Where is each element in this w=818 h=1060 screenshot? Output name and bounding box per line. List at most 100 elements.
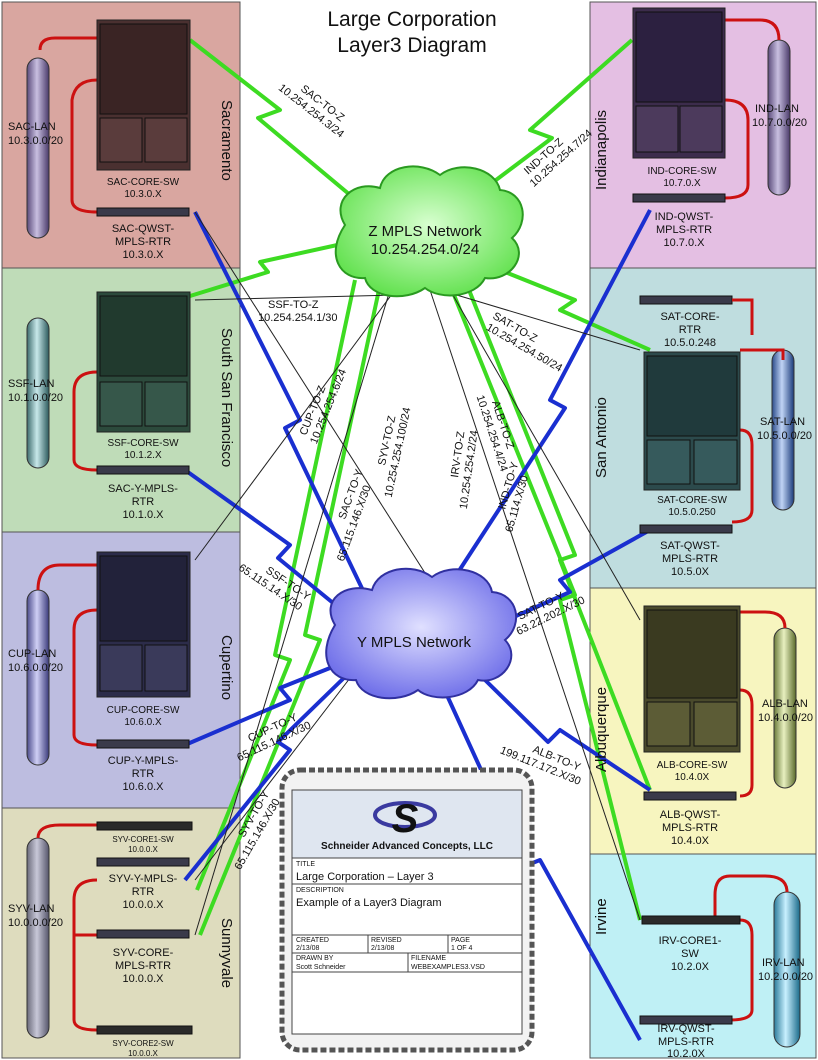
link-label-sac-z: SAC-TO-Z10.254.254.3/24 <box>276 72 354 141</box>
syv-rtr-z-ip: 10.0.0.X <box>123 973 165 985</box>
sat-core-rtr-name2: RTR <box>679 324 701 336</box>
link-alb-y <box>478 673 652 792</box>
sac-site-name: Sacramento <box>218 100 235 181</box>
alb-core-name: ALB-CORE-SW <box>657 760 728 771</box>
site-sacramento: SAC-LAN 10.3.0.0/20 SAC-CORE-SW 10.3.0.X… <box>8 19 235 261</box>
link-thin-7 <box>429 289 641 921</box>
irv-rtr-ip: 10.2.0X <box>667 1048 706 1060</box>
lan-link <box>36 823 98 1032</box>
sat-router <box>639 524 733 534</box>
tb-created-label: CREATED <box>296 937 329 944</box>
site-albuquerque: ALB-LAN 10.4.0.0/20 ALB-CORE-SW 10.4.0X … <box>593 605 813 847</box>
tb-title: Large Corporation – Layer 3 <box>296 871 434 883</box>
site-irvine: IRV-LAN 10.2.0.0/20 IRV-CORE1- SW 10.2.0… <box>593 874 813 1060</box>
lan-link <box>724 18 781 200</box>
y-cloud-name: Y MPLS Network <box>357 634 471 651</box>
ind-lan-name: IND-LAN <box>755 103 799 115</box>
ind-rtr-ip: 10.7.0.X <box>664 237 706 249</box>
alb-site-name: Albuquerque <box>593 687 610 772</box>
irv-core1-switch <box>641 915 741 925</box>
sac-rtr-ip: 10.3.0.X <box>123 249 165 261</box>
alb-router <box>643 791 737 801</box>
link-label-cup-z: CUP-TO-Z10.254.254.6/24 <box>296 363 349 446</box>
ssf-lan-cylinder <box>26 317 50 469</box>
cup-lan-name: CUP-LAN <box>8 648 56 660</box>
tb-revised: 2/13/08 <box>371 945 394 952</box>
syv-rtr-y-name2: RTR <box>132 886 154 898</box>
sat-core-rtr-ip: 10.5.0.248 <box>664 337 716 349</box>
site-sanantonio: SAT-CORE- RTR 10.5.0.248 SAT-LAN 10.5.0.… <box>593 295 812 578</box>
site-indianapolis: IND-LAN 10.7.0.0/20 IND-CORE-SW 10.7.0.X… <box>593 7 807 249</box>
logo-letter: S <box>392 797 419 841</box>
irv-sw-name2: SW <box>681 948 699 960</box>
lan-link <box>38 36 97 51</box>
irv-lan-cylinder <box>773 891 801 1048</box>
link-thin-2 <box>194 289 396 561</box>
irv-lan-name: IRV-LAN <box>762 957 805 969</box>
cup-rtr-name1: CUP-Y-MPLS- <box>108 755 179 767</box>
link-label-ind-y: IND-TO-Y65.114.X/30 <box>491 460 534 534</box>
ssf-lan-net: 10.1.0.0/20 <box>8 392 63 404</box>
link-ind-y <box>438 209 652 602</box>
z-cloud-name: Z MPLS Network <box>368 223 482 240</box>
ind-lan-net: 10.7.0.0/20 <box>752 117 807 129</box>
ssf-router <box>96 465 190 475</box>
ind-site-name: Indianapolis <box>593 110 610 190</box>
link-thin-6 <box>449 289 641 621</box>
link-sat-z <box>469 256 651 352</box>
lan-link <box>739 610 787 798</box>
tb-file: WEBEXAMPLES3.VSD <box>411 964 485 971</box>
syv-z-router <box>96 929 190 939</box>
sat-site-name: San Antonio <box>593 397 610 478</box>
alb-core-ip: 10.4.0X <box>675 772 710 783</box>
ind-rtr-name2: MPLS-RTR <box>656 224 712 236</box>
syv-sw2-name: SYV-CORE2-SW <box>112 1039 174 1048</box>
site-ssf: SSF-LAN 10.1.0.0/20 SSF-CORE-SW 10.1.2.X… <box>8 291 235 521</box>
syv-rtr-y-ip: 10.0.0.X <box>123 899 165 911</box>
sat-lan-net: 10.5.0.0/20 <box>757 430 812 442</box>
link-label-syv-z: SYV-TO-Z10.254.254.100/24 <box>370 404 414 499</box>
ind-core-ip: 10.7.0.X <box>663 178 701 189</box>
ssf-rtr-name2: RTR <box>132 496 154 508</box>
link-sac-y <box>193 211 372 606</box>
link-thin-3 <box>194 289 391 936</box>
lan-link <box>70 78 98 214</box>
syv-y-router <box>96 857 190 867</box>
irv-site-name: Irvine <box>593 898 610 935</box>
sac-rtr-name1: SAC-QWST- <box>112 223 175 235</box>
sat-core-rtr-name1: SAT-CORE- <box>660 311 719 323</box>
sat-rtr-name2: MPLS-RTR <box>662 553 718 565</box>
sac-core-name: SAC-CORE-SW <box>107 177 180 188</box>
link-thin-1 <box>194 294 396 301</box>
site-sunnyvale: SYV-LAN 10.0.0.0/20 SYV-CORE1-SW 10.0.0.… <box>8 821 235 1058</box>
irv-router <box>639 1015 733 1025</box>
lan-link <box>72 370 98 472</box>
sat-core-name: SAT-CORE-SW <box>657 495 727 506</box>
irv-sw-name1: IRV-CORE1- <box>659 935 722 947</box>
sat-lan-name: SAT-LAN <box>760 416 805 428</box>
cup-core-name: CUP-CORE-SW <box>107 705 180 716</box>
z-mpls-cloud: Z MPLS Network 10.254.254.0/24 <box>334 165 524 298</box>
sac-lan-name: SAC-LAN <box>8 121 56 133</box>
tb-drawn-label: DRAWN BY <box>296 955 334 962</box>
syv-site-name: Sunnyvale <box>218 918 235 988</box>
ssf-rtr-ip: 10.1.0.X <box>123 509 165 521</box>
link-thin-5 <box>439 289 641 351</box>
sat-rtr-name1: SAT-QWST- <box>660 540 720 552</box>
alb-rtr-name2: MPLS-RTR <box>662 822 718 834</box>
alb-lan-name: ALB-LAN <box>762 698 808 710</box>
tb-revised-label: REVISED <box>371 937 402 944</box>
tb-drawn: Scott Schneider <box>296 964 346 971</box>
cup-router <box>96 739 190 749</box>
ssf-rtr-name1: SAC-Y-MPLS- <box>108 483 178 495</box>
cup-rtr-name2: RTR <box>132 768 154 780</box>
syv-sw2-ip: 10.0.0.X <box>128 1049 158 1058</box>
alb-rtr-name1: ALB-QWST- <box>660 809 721 821</box>
cup-lan-cylinder <box>26 589 50 766</box>
link-thin-4 <box>194 664 361 881</box>
link-cup-y <box>184 658 351 747</box>
company-name: Schneider Advanced Concepts, LLC <box>321 841 493 852</box>
syv-lan-name: SYV-LAN <box>8 903 55 915</box>
logo-swoosh <box>373 801 437 829</box>
